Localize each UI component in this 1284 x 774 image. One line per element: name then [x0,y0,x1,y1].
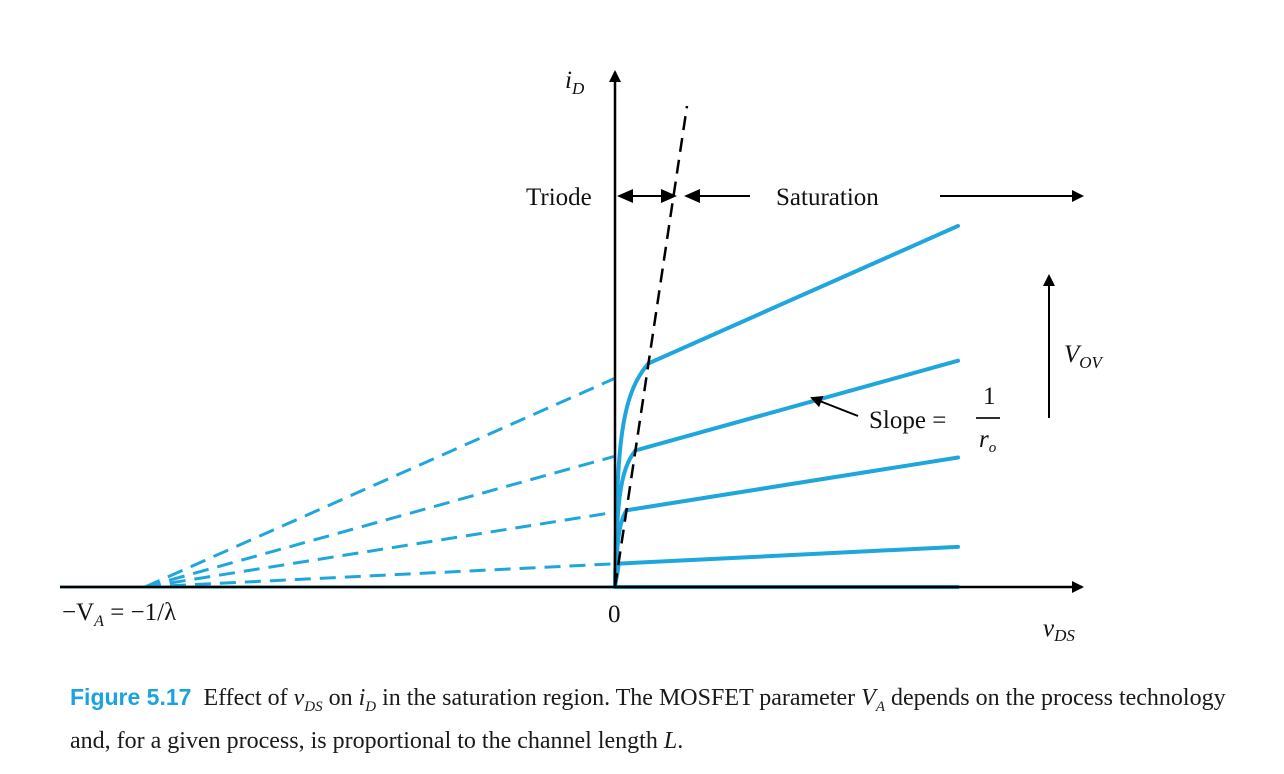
id-curve [613,544,960,589]
extrapolation-line [144,454,616,589]
triode-arrow-left-head [617,189,633,203]
iv-characteristic-diagram: iD vDS 0 −VA = −1/λ Triode Saturation Sl… [60,67,1105,645]
figure-caption: Figure 5.17 Effect of vDS on iD in the s… [70,684,1226,754]
extrapolation-line [144,376,616,589]
slope-pointer [810,396,859,417]
slope-denominator: ro [979,426,997,456]
extrapolation-line [144,510,616,589]
origin-label: 0 [608,601,621,628]
x-axis-label: vDS [1043,615,1075,645]
triode-arrow-right-head [661,189,677,203]
y-axis-label: iD [565,67,585,98]
vov-label: VOV [1064,341,1105,372]
extrapolation-lines [60,376,616,589]
extrapolation-line [144,562,616,589]
slope-numerator: 1 [983,383,996,410]
figure-number: Figure 5.17 [70,684,192,710]
boundary-dashed-line [613,105,689,588]
slope-label: Slope = [869,407,946,434]
id-curve [613,358,960,589]
saturation-label: Saturation [776,184,879,211]
va-label: −VA = −1/λ [62,599,176,630]
id-curve [613,455,960,589]
triode-label: Triode [526,184,592,211]
